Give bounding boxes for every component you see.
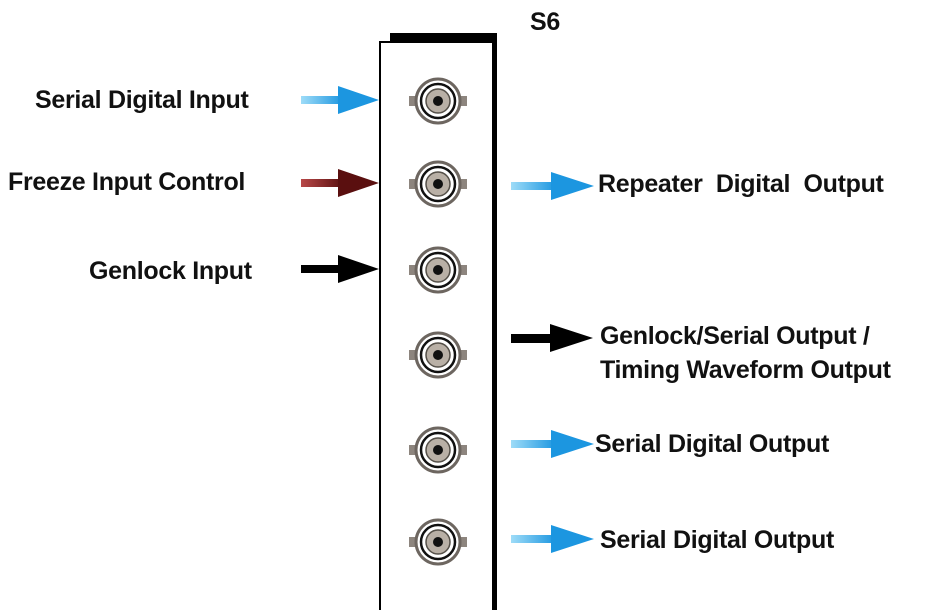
panel-title: S6 [530, 8, 560, 36]
label-freeze-input-control: Freeze Input Control [8, 168, 246, 196]
arrow-freeze-input-control [301, 169, 379, 197]
label-serial-digital-output-1: Serial Digital Output [595, 430, 829, 458]
label-serial-digital-output-2: Serial Digital Output [600, 526, 834, 554]
arrow-serial-digital-input [301, 86, 379, 114]
arrow-repeater-digital-output [511, 172, 594, 200]
label-serial-digital-input: Serial Digital Input [35, 86, 249, 114]
arrow-genlock-input [301, 255, 379, 283]
arrow-serial-digital-output-1 [511, 430, 594, 458]
label-repeater-digital-output: Repeater Digital Output [598, 170, 884, 198]
label-genlock-input: Genlock Input [89, 257, 252, 285]
arrow-serial-digital-output-2 [511, 525, 594, 553]
arrow-genlock-serial-output [511, 324, 593, 352]
panel-face [379, 41, 494, 610]
connector-panel [379, 33, 497, 610]
label-genlock-serial-output-line2: Timing Waveform Output [600, 356, 891, 384]
label-genlock-serial-output-line1: Genlock/Serial Output / [600, 322, 870, 350]
